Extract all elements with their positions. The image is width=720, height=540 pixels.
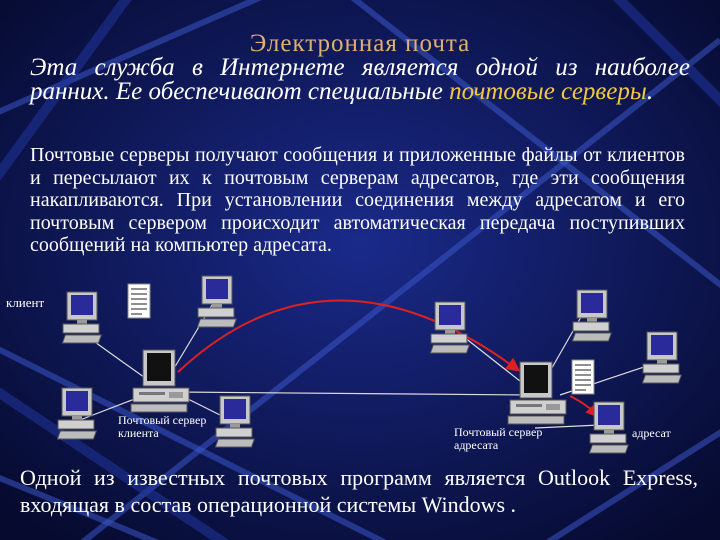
label-destination-server: Почтовый сервер адресата xyxy=(454,425,543,452)
intro-paragraph: Эта служба в Интернете является одной из… xyxy=(30,54,690,105)
client-mail-server-icon xyxy=(130,349,190,413)
intro-period: . xyxy=(646,78,654,105)
highlight-mail-servers: почтовые серверы xyxy=(449,78,647,105)
letter-icon xyxy=(127,283,151,319)
computer-icon xyxy=(571,289,612,342)
computer-icon xyxy=(429,301,470,354)
outlook-paragraph: Одной из известных почтовых программ явл… xyxy=(20,465,698,517)
computer-icon xyxy=(56,387,97,440)
computer-icon xyxy=(641,331,682,384)
intro-text: Эта служба в Интернете является одной из… xyxy=(30,54,690,105)
label-client-server: Почтовый сервер клиента xyxy=(118,413,207,440)
computer-icon xyxy=(196,275,237,328)
destination-mail-server-icon xyxy=(507,361,567,425)
letter-icon xyxy=(571,359,595,395)
label-destination: адресат xyxy=(632,426,671,440)
description-paragraph: Почтовые серверы получают сообщения и пр… xyxy=(30,144,685,256)
client-computer-icon xyxy=(61,291,102,344)
computer-icon xyxy=(214,395,255,448)
destination-computer-icon xyxy=(588,401,629,454)
label-client: клиент xyxy=(6,295,45,310)
slide-title: Электронная почта xyxy=(249,30,471,57)
transfer-arrow xyxy=(177,299,521,373)
